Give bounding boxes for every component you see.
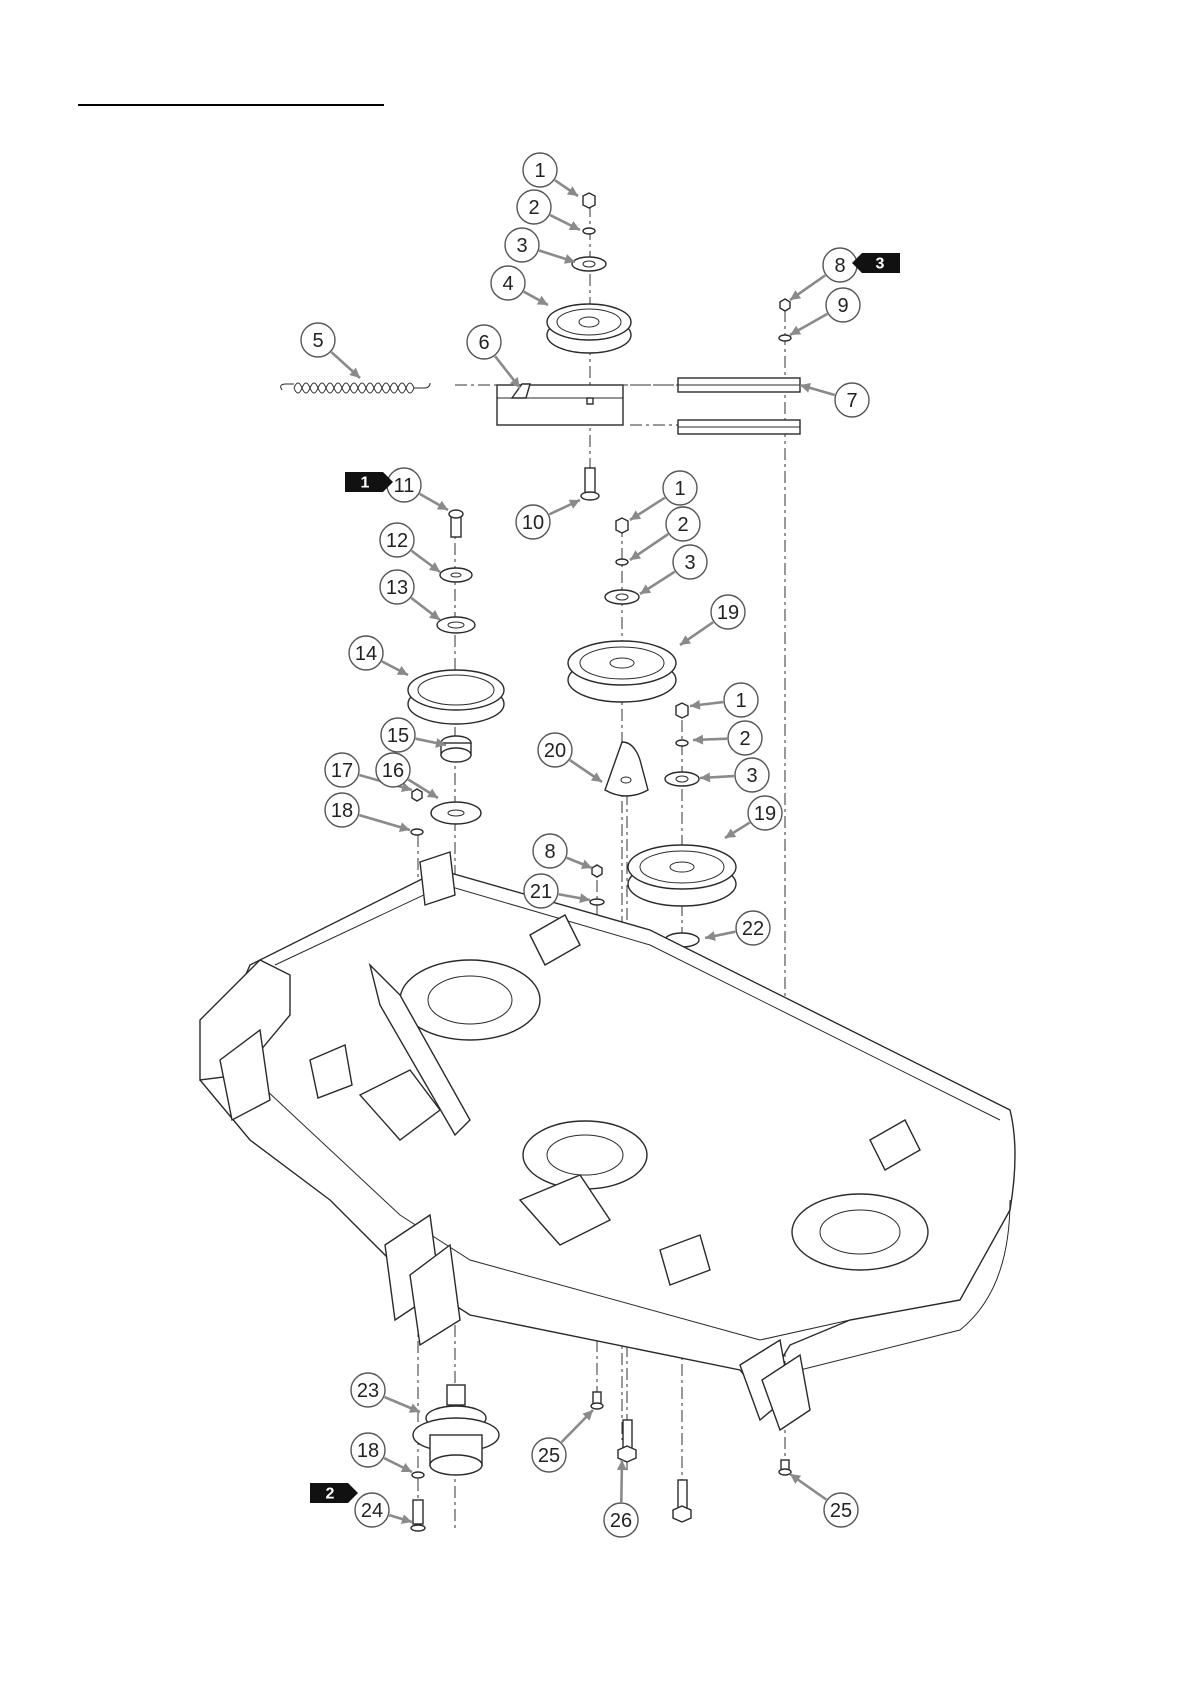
callout-24: 24 xyxy=(355,1493,389,1527)
callout-21: 21 xyxy=(524,874,558,908)
callout-number: 5 xyxy=(312,330,323,352)
callout-number: 1 xyxy=(534,160,545,182)
callout-1: 1 xyxy=(724,683,758,717)
callout-19: 19 xyxy=(748,796,782,830)
callout-number: 20 xyxy=(544,740,566,762)
callout-number: 17 xyxy=(331,760,353,782)
callout-8: 8 xyxy=(533,834,567,868)
callout-1: 1 xyxy=(663,471,697,505)
callout-16: 16 xyxy=(376,753,410,787)
callout-17: 17 xyxy=(325,753,359,787)
callout-number: 25 xyxy=(830,1500,852,1522)
callout-number: 9 xyxy=(837,295,848,317)
callout-10: 10 xyxy=(516,505,550,539)
mower-deck xyxy=(200,852,1015,1430)
callout-number: 3 xyxy=(684,552,695,574)
leader-arrowhead xyxy=(705,931,716,941)
callout-7: 7 xyxy=(835,383,869,417)
leader-arrowhead xyxy=(693,735,703,745)
callout-number: 15 xyxy=(387,725,409,747)
callout-number: 18 xyxy=(331,800,353,822)
callout-4: 4 xyxy=(491,266,525,300)
callout-19: 19 xyxy=(711,595,745,629)
leader-arrowhead xyxy=(700,772,710,782)
callout-number: 23 xyxy=(357,1380,379,1402)
callout-number: 2 xyxy=(739,728,750,750)
callout-number: 26 xyxy=(610,1510,632,1532)
callout-number: 8 xyxy=(544,841,555,863)
callout-number: 14 xyxy=(355,643,377,665)
callout-22: 22 xyxy=(736,911,770,945)
callout-26: 26 xyxy=(604,1503,638,1537)
leader-arrowhead xyxy=(790,1474,801,1484)
center-idler-stack xyxy=(568,518,676,796)
callout-number: 6 xyxy=(478,332,489,354)
callout-number: 24 xyxy=(361,1500,383,1522)
callout-number: 25 xyxy=(538,1445,560,1467)
callout-1: 1 xyxy=(523,153,557,187)
callout-number: 2 xyxy=(528,197,539,219)
callout-5: 5 xyxy=(301,323,335,357)
callout-number: 22 xyxy=(742,918,764,940)
note-tag-3: 3 xyxy=(852,253,900,273)
callout-number: 19 xyxy=(717,602,739,624)
callout-25: 25 xyxy=(824,1493,858,1527)
note-tag-2: 2 xyxy=(310,1483,358,1503)
leader-arrowhead xyxy=(790,290,801,300)
idler-brackets xyxy=(678,378,800,434)
callout-number: 8 xyxy=(834,255,845,277)
callout-15: 15 xyxy=(381,718,415,752)
leader-arrowhead xyxy=(579,893,590,903)
callout-2: 2 xyxy=(517,190,551,224)
callout-number: 1 xyxy=(735,690,746,712)
callout-18: 18 xyxy=(325,793,359,827)
callout-3: 3 xyxy=(735,758,769,792)
callout-number: 19 xyxy=(754,803,776,825)
callout-3: 3 xyxy=(505,228,539,262)
callout-number: 16 xyxy=(382,760,404,782)
pivot-bolt xyxy=(581,468,599,500)
callout-25: 25 xyxy=(532,1438,566,1472)
callout-8: 8 xyxy=(823,248,857,282)
callout-11: 11 xyxy=(387,468,421,502)
callout-number: 18 xyxy=(357,1440,379,1462)
note-tag-label: 2 xyxy=(326,1486,335,1503)
callout-3: 3 xyxy=(673,545,707,579)
callout-6: 6 xyxy=(467,325,501,359)
callout-number: 7 xyxy=(846,390,857,412)
callout-12: 12 xyxy=(380,523,414,557)
leader-arrowhead xyxy=(680,635,691,645)
callout-14: 14 xyxy=(349,636,383,670)
callout-number: 13 xyxy=(386,577,408,599)
callout-20: 20 xyxy=(538,733,572,767)
callout-number: 3 xyxy=(746,765,757,787)
callout-number: 2 xyxy=(677,514,688,536)
callout-number: 1 xyxy=(674,478,685,500)
callout-9: 9 xyxy=(826,288,860,322)
idler-arm xyxy=(497,384,623,425)
callout-number: 21 xyxy=(530,881,552,903)
callout-2: 2 xyxy=(666,507,700,541)
callout-13: 13 xyxy=(380,570,414,604)
callout-number: 4 xyxy=(502,273,513,295)
note-tag-label: 3 xyxy=(876,256,885,273)
note-tag-1: 1 xyxy=(345,472,393,492)
callout-number: 12 xyxy=(386,530,408,552)
callout-23: 23 xyxy=(351,1373,385,1407)
callout-number: 3 xyxy=(516,235,527,257)
spring xyxy=(281,383,430,393)
note-tag-label: 1 xyxy=(361,475,370,492)
callout-18: 18 xyxy=(351,1433,385,1467)
callout-number: 11 xyxy=(394,475,415,497)
idler-pulley-top xyxy=(547,193,631,353)
callout-2: 2 xyxy=(728,721,762,755)
callout-number: 10 xyxy=(522,512,544,534)
